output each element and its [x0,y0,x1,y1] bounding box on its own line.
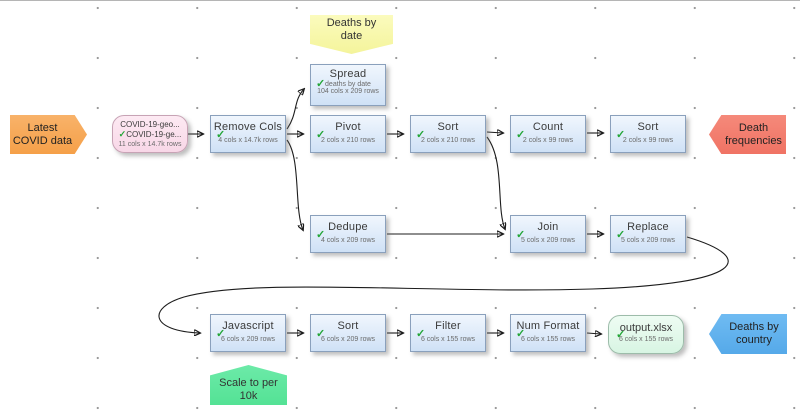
node-sort-1[interactable]: ✓ Sort 2 cols x 210 rows [410,115,486,153]
node-title: Join [537,221,559,233]
node-title: Sort [337,320,359,332]
node-stats: 6 cols x 155 rows [618,336,674,343]
node-title: Dedupe [328,221,368,233]
check-icon: ✓ [516,229,526,241]
check-icon: ✓ [516,328,526,340]
node-stats: 4 cols x 209 rows [320,237,376,244]
node-stats: 5 cols x 209 rows [620,237,676,244]
node-join[interactable]: ✓ Join 5 cols x 209 rows [510,215,586,253]
node-dedupe[interactable]: ✓ Dedupe 4 cols x 209 rows [310,215,386,253]
check-icon: ✓ [616,329,626,341]
node-title: Sort [637,121,659,133]
node-title: Remove Cols [213,121,283,133]
node-stats: 2 cols x 210 rows [320,137,376,144]
node-stats: 2 cols x 99 rows [522,137,574,144]
node-pivot[interactable]: ✓ Pivot 2 cols x 210 rows [310,115,386,153]
connector-removecols-dedupe[interactable] [286,139,303,230]
check-icon: ✓ [216,328,226,340]
node-comment: deaths by date [325,81,371,88]
node-stats: 2 cols x 99 rows [622,137,674,144]
node-title: Filter [435,320,461,332]
node-output-xlsx[interactable]: ✓ output.xlsx 6 cols x 155 rows [608,315,684,354]
node-spread[interactable]: ✓ Spread deaths by date 104 cols x 209 r… [310,64,386,106]
node-title: Count [532,121,564,133]
node-stats: 4 cols x 14.7k rows [218,137,278,144]
check-icon: ✓ [416,129,426,141]
check-icon: ✓ [316,328,326,340]
node-source-covid-file[interactable]: COVID-19-geo... ✓COVID-19-ge... 11 cols … [112,115,188,153]
node-title: Javascript [222,320,274,332]
node-stats: 6 cols x 155 rows [520,336,576,343]
check-icon: ✓ [616,229,626,241]
check-icon: ✓ [416,328,426,340]
connector-sort-count[interactable] [486,132,503,133]
check-icon: ✓ [316,78,326,90]
node-title: Spread [329,68,367,80]
node-num-format[interactable]: ✓ Num Format 6 cols x 155 rows [510,314,586,352]
connector-replace-javascript[interactable] [158,236,729,333]
node-stats: 6 cols x 209 rows [220,336,276,343]
connector-removecols-spread[interactable] [286,89,304,130]
node-title: Replace [627,221,669,233]
node-title: output.xlsx [619,322,673,334]
node-replace[interactable]: ✓ Replace 5 cols x 209 rows [610,215,686,253]
node-filter[interactable]: ✓ Filter 6 cols x 155 rows [410,314,486,352]
node-stats: 5 cols x 209 rows [520,237,576,244]
node-stats: 6 cols x 155 rows [420,336,476,343]
banner-deaths-by-country[interactable]: Deaths by country [709,314,787,354]
banner-latest-covid-data[interactable]: Latest COVID data [10,115,87,154]
check-icon: ✓ [316,129,326,141]
node-remove-cols[interactable]: ✓ Remove Cols 4 cols x 14.7k rows [210,115,286,153]
node-stats: 11 cols x 14.7k rows [118,141,182,148]
node-sort-3[interactable]: ✓ Sort 6 cols x 209 rows [310,314,386,352]
connector-sort-join[interactable] [486,136,505,229]
banner-death-frequencies[interactable]: Death frequencies [709,115,786,154]
check-icon: ✓ [216,129,226,141]
check-icon: ✓ [616,129,626,141]
connector-numformat-output[interactable] [586,333,601,334]
node-stats: 2 cols x 210 rows [420,137,476,144]
node-title: Num Format [516,320,580,332]
node-sort-2[interactable]: ✓ Sort 2 cols x 99 rows [610,115,686,153]
node-title: Sort [437,121,459,133]
node-title: Pivot [335,121,361,133]
source-file-name-1: COVID-19-geo... [120,120,180,129]
node-stats: 104 cols x 209 rows [317,88,379,95]
check-icon: ✓ [516,129,526,141]
node-count[interactable]: ✓ Count 2 cols x 99 rows [510,115,586,153]
node-stats: 6 cols x 209 rows [320,336,376,343]
node-javascript[interactable]: ✓ Javascript 6 cols x 209 rows [210,314,286,352]
source-file-name-2: ✓COVID-19-ge... [118,128,182,139]
check-icon: ✓ [316,229,326,241]
check-icon: ✓ [118,128,127,139]
